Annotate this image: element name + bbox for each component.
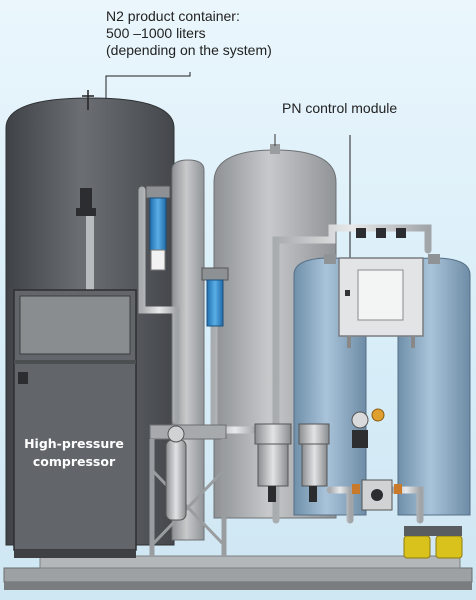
base-frame xyxy=(3,555,473,590)
n2-callout-line-1: N2 product container: xyxy=(106,8,240,24)
pn-control-module xyxy=(338,257,424,348)
valve-assembly xyxy=(351,228,406,511)
high-pressure-compressor: High-pressure compressor xyxy=(13,289,137,558)
blue-filter-lower xyxy=(201,267,229,327)
blue-filter-upper xyxy=(145,185,171,271)
compressor-label-line-2: compressor xyxy=(33,454,116,469)
pn-module-callout: PN control module xyxy=(282,100,398,116)
n2-container-callout: N2 product container: 500 –1000 liters (… xyxy=(106,8,272,59)
n2-callout-line-3: (depending on the system) xyxy=(106,42,272,58)
grey-filter-right xyxy=(298,423,330,502)
separator-stand xyxy=(149,424,227,556)
grey-filter-left xyxy=(254,423,292,502)
compressor-label-line-1: High-pressure xyxy=(24,436,124,451)
silencers xyxy=(403,526,463,559)
n2-callout-line-2: 500 –1000 liters xyxy=(106,25,206,41)
